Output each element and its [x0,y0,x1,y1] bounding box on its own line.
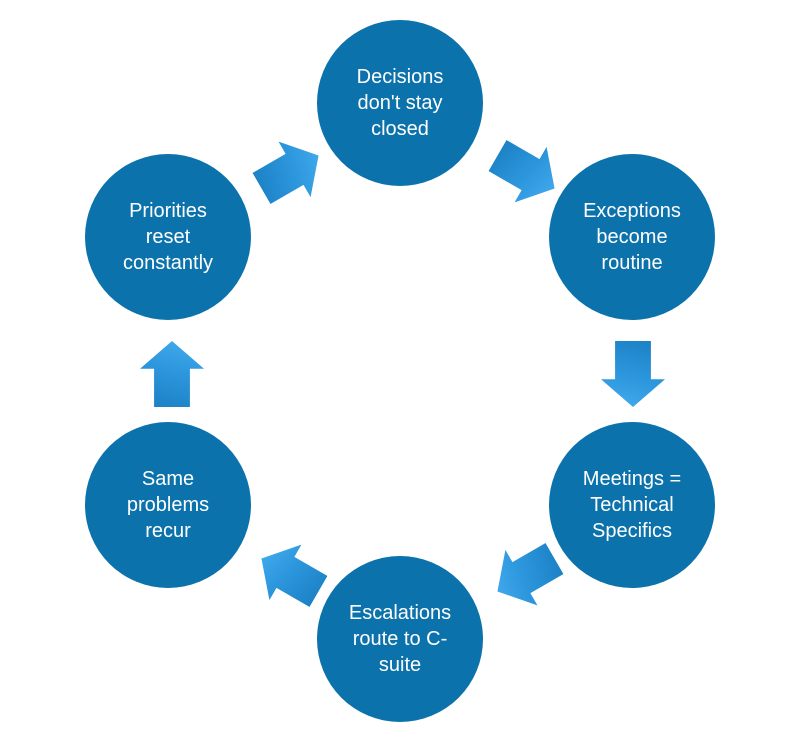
arrow-escalations-to-same-problems-icon [245,531,334,619]
cycle-node-label: Decisions don't stay closed [356,66,444,140]
cycle-node-label: Priorities reset constantly [122,200,214,274]
cycle-node-priorities: Priorities reset constantly [85,154,251,320]
arrow-same-problems-to-priorities-icon [140,341,204,407]
cycle-node-label: Meetings = Technical Specifics [582,468,682,542]
cycle-node-decisions: Decisions don't stay closed [317,20,483,186]
arrow-exceptions-to-meetings-icon [601,341,665,407]
cycle-node-exceptions: Exceptions become routine [549,154,715,320]
cycle-node-meetings: Meetings = Technical Specifics [549,422,715,588]
cycle-node-escalations: Escalations route to C-suite [317,556,483,722]
cycle-node-label: Same problems recur [126,468,210,542]
arrow-priorities-to-decisions-icon [245,128,334,216]
cycle-node-label: Exceptions become routine [583,200,681,274]
cycle-node-same-problems: Same problems recur [85,422,251,588]
arrow-meetings-to-escalations-icon [481,531,570,619]
cycle-node-label: Escalations route to C-suite [348,602,452,676]
